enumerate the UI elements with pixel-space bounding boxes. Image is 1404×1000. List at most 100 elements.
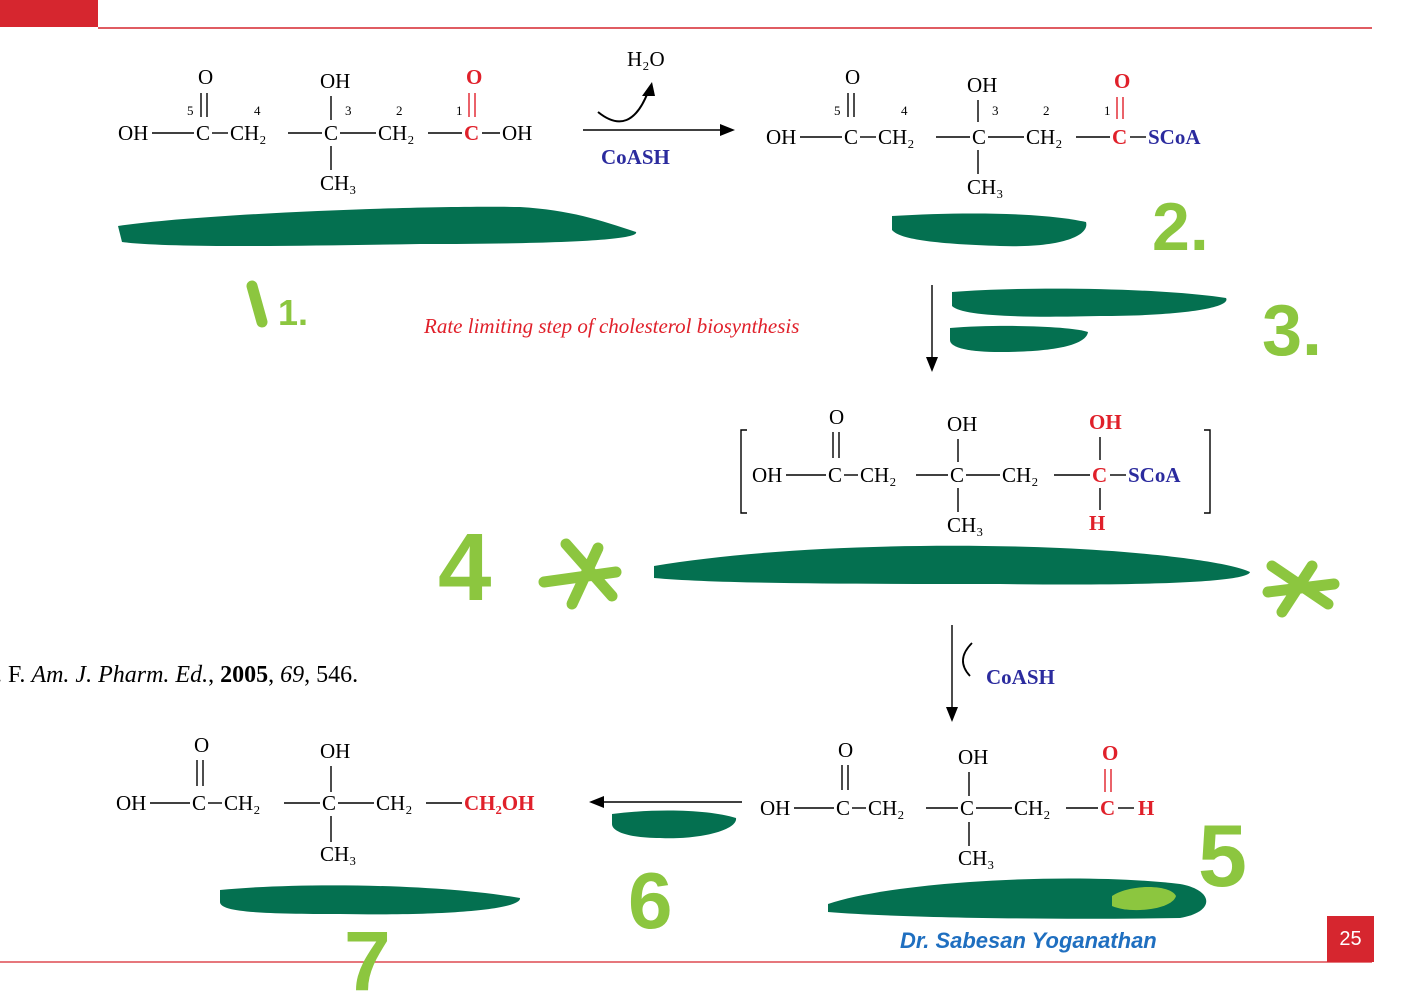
arrow-step4 [589, 796, 742, 808]
mol2-num2: 2 [1043, 103, 1050, 118]
annotation-numbers: 1. 2. 3. 4 5 6 7 [278, 189, 1322, 1000]
molecule-intermediate: O OH OH OH C CH₂ C CH₂ C SCoA CH₃ H [740, 405, 1211, 537]
mol2-oh3: OH [967, 73, 997, 97]
redaction-6 [612, 810, 737, 839]
mol5-ch2-4: CH₂ [224, 791, 261, 815]
mol2-num3: 3 [992, 103, 999, 118]
mol2-ch2-2: CH₂ [1026, 125, 1063, 149]
mol2-o1: O [1114, 69, 1130, 93]
mol3-o5: O [829, 405, 844, 429]
mol2-num1: 1 [1104, 103, 1111, 118]
mol1-num5: 5 [187, 103, 194, 118]
mol3-h: H [1089, 511, 1105, 535]
mol5-c3: C [322, 791, 336, 815]
mol5-ch2-2: CH₂ [376, 791, 413, 815]
mol1-c5: C [196, 121, 210, 145]
mol4-c3: C [960, 796, 974, 820]
mol2-num4: 4 [901, 103, 908, 118]
arrow-step2: Rate limiting step of cholesterol biosyn… [423, 285, 938, 372]
header-red-block [0, 0, 98, 27]
arrow-step3: CoASH [946, 625, 1055, 722]
mol3-oh-left: OH [752, 463, 782, 487]
mol2-ch2-4: CH₂ [878, 125, 915, 149]
mol2-oh-left: OH [766, 125, 796, 149]
molecule-mevalonate: O OH OH C CH₂ C CH₂ CH₂OH CH₃ [116, 733, 534, 866]
redaction-5-highlight [1112, 887, 1176, 911]
mol2-o5: O [845, 65, 860, 89]
redaction-3a [952, 288, 1227, 317]
mol3-c1: C [1092, 463, 1107, 487]
annotation-5: 5 [1198, 806, 1247, 905]
mol4-ch2-4: CH₂ [868, 796, 905, 820]
mol5-ch2oh: CH₂OH [464, 791, 534, 815]
mol4-h: H [1138, 796, 1154, 820]
mol1-c1: C [464, 121, 479, 145]
arrow-step1: H₂O CoASH [583, 47, 735, 169]
author-credit: Dr. Sabesan Yoganathan [900, 928, 1157, 953]
mol3-ch2-4: CH₂ [860, 463, 897, 487]
rate-limiting-label: Rate limiting step of cholesterol biosyn… [423, 314, 799, 338]
annotation-1: 1. [278, 292, 308, 333]
annotation-7: 7 [344, 914, 391, 1000]
mol1-oh-right: OH [502, 121, 532, 145]
mol3-ch3: CH₃ [947, 513, 984, 537]
mol2-c1: C [1112, 125, 1127, 149]
mol4-c1: C [1100, 796, 1115, 820]
mol4-o5: O [838, 738, 853, 762]
mol5-ch3: CH₃ [320, 842, 357, 866]
mol4-o1: O [1102, 741, 1118, 765]
redaction-marks [118, 206, 1250, 919]
mol5-oh3: OH [320, 739, 350, 763]
mol4-oh-left: OH [760, 796, 790, 820]
reagent-coash-2: CoASH [986, 665, 1055, 689]
mol1-oh3: OH [320, 69, 350, 93]
mol1-o5: O [198, 65, 213, 89]
redaction-4 [654, 545, 1250, 585]
mol3-oh3: OH [947, 412, 977, 436]
mol4-ch3: CH₃ [958, 846, 995, 870]
mol2-c3: C [972, 125, 986, 149]
mol1-num4: 4 [254, 103, 261, 118]
mol2-ch3: CH₃ [967, 175, 1004, 199]
mol4-ch2-2: CH₂ [1014, 796, 1051, 820]
page-number: 25 [1327, 916, 1374, 962]
mol1-c3: C [324, 121, 338, 145]
mol2-num5: 5 [834, 103, 841, 118]
handwritten-marks [246, 280, 1340, 618]
citation: . F. Am. J. Pharm. Ed., 2005, 69, 546. [0, 662, 358, 688]
mol3-oh1: OH [1089, 410, 1122, 434]
redaction-5 [828, 878, 1207, 919]
mol1-num3: 3 [345, 103, 352, 118]
mol3-ch2-2: CH₂ [1002, 463, 1039, 487]
mol1-num2: 2 [396, 103, 403, 118]
mol5-o5: O [194, 733, 209, 757]
mol1-o1: O [466, 65, 482, 89]
annotation-6: 6 [628, 856, 673, 945]
mol4-c5: C [836, 796, 850, 820]
reagent-h2o: H₂O [627, 47, 665, 71]
annotation-4: 4 [438, 514, 491, 621]
mol5-oh-left: OH [116, 791, 146, 815]
mol3-scoa: SCoA [1128, 463, 1181, 487]
mol2-scoa: SCoA [1148, 125, 1201, 149]
mol2-c5: C [844, 125, 858, 149]
redaction-2 [892, 213, 1087, 247]
annotation-3: 3. [1262, 291, 1322, 371]
redaction-7 [220, 885, 521, 915]
mol1-ch3: CH₃ [320, 171, 357, 195]
annotation-2: 2. [1152, 189, 1209, 265]
mol1-num1: 1 [456, 103, 463, 118]
reagent-coash-1: CoASH [601, 145, 670, 169]
mol3-c3: C [950, 463, 964, 487]
molecule-hmg: O 5 OH 3 O 1 4 2 OH C CH₂ C CH₂ C OH CH₃ [118, 65, 532, 195]
redaction-3b [950, 325, 1088, 352]
molecule-mevaldehyde: O OH O OH C CH₂ C CH₂ C H CH₃ [760, 738, 1154, 870]
mol1-oh-left: OH [118, 121, 148, 145]
mol5-c5: C [192, 791, 206, 815]
redaction-1 [118, 206, 637, 246]
molecule-hmg-coa: O 5 OH 3 4 2 O 1 OH C CH₂ C CH₂ C SCoA C… [766, 65, 1201, 199]
mol1-ch2-2: CH₂ [378, 121, 415, 145]
mol4-oh3: OH [958, 745, 988, 769]
mol3-c5: C [828, 463, 842, 487]
